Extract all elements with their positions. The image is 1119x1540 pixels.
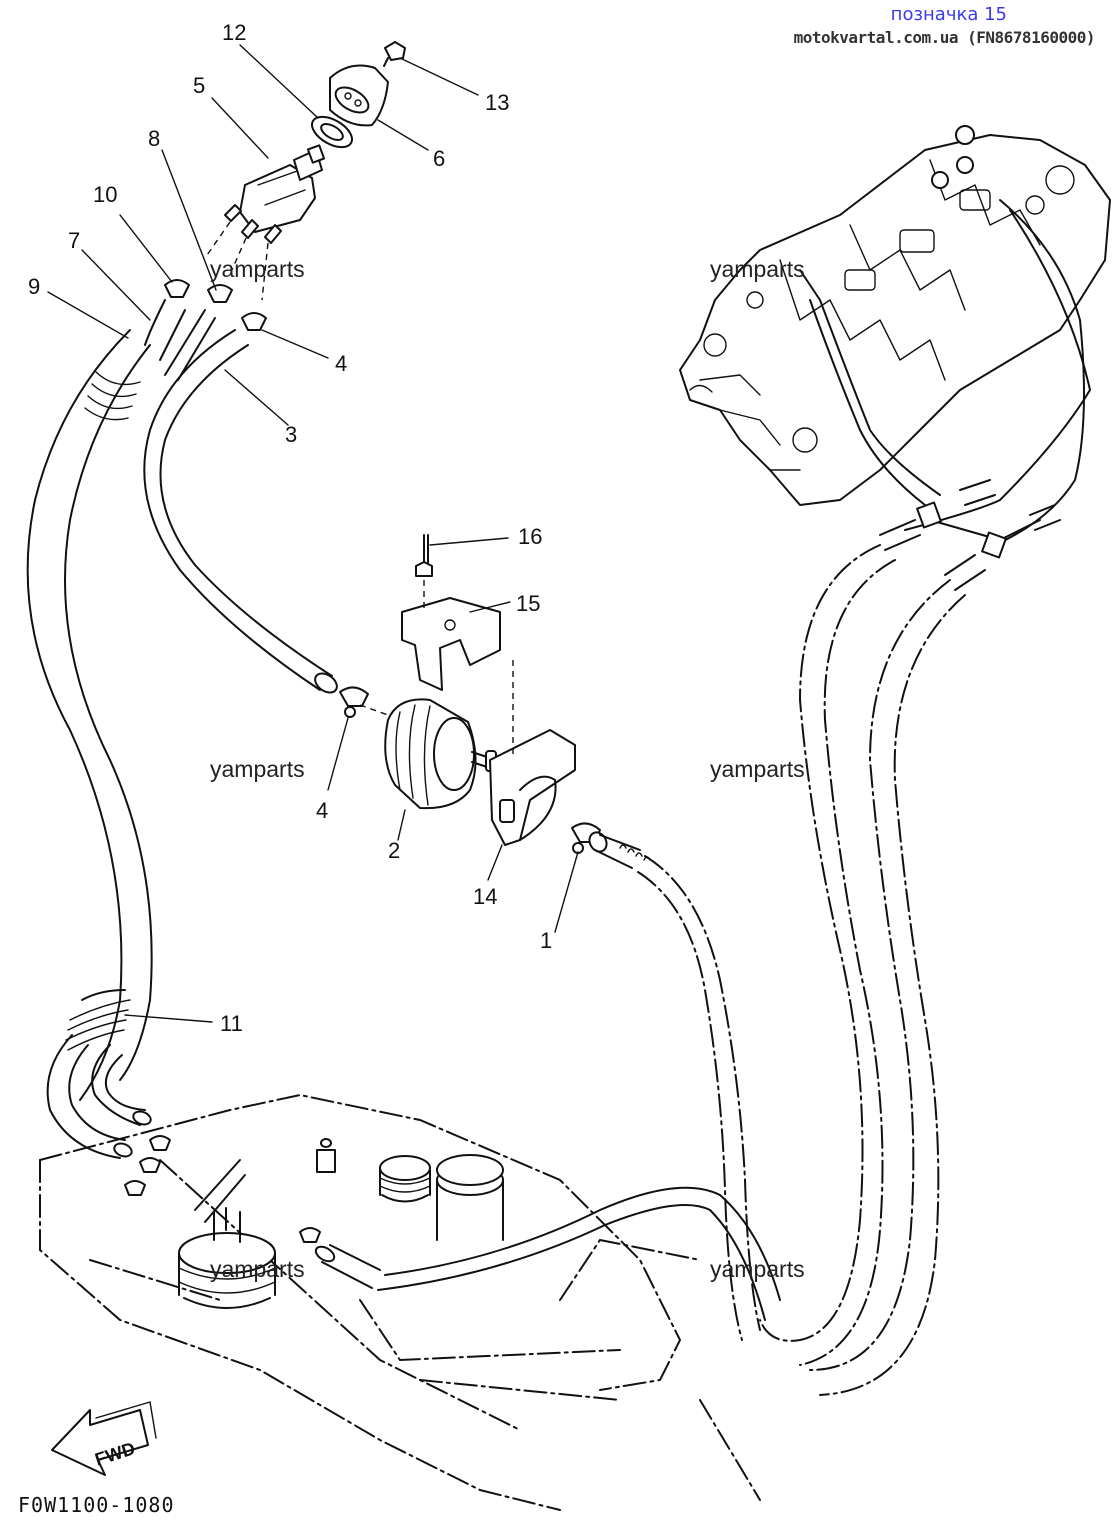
callout-1: 1 bbox=[540, 928, 552, 953]
watermark-4: yamparts bbox=[710, 756, 805, 782]
watermark-6: yamparts bbox=[710, 1256, 805, 1282]
callout-11: 11 bbox=[220, 1011, 243, 1036]
fuel-hose-1 bbox=[554, 822, 761, 1341]
callout-15: 15 bbox=[516, 591, 540, 616]
callout-6: 6 bbox=[433, 146, 445, 171]
watermark-1: yamparts bbox=[210, 256, 305, 282]
diagram-code: F0W1100-1080 bbox=[18, 1493, 175, 1517]
callout-labels: 12 5 8 10 7 9 13 6 4 3 16 15 4 2 14 1 11 bbox=[28, 20, 552, 1036]
watermark-5: yamparts bbox=[210, 1256, 305, 1282]
callout-3: 3 bbox=[285, 422, 297, 447]
fuel-hose-3 bbox=[143, 329, 338, 694]
callout-5: 5 bbox=[193, 73, 205, 98]
fuel-tank bbox=[39, 1093, 781, 1511]
callout-8: 8 bbox=[148, 126, 160, 151]
watermark-3: yamparts bbox=[210, 756, 305, 782]
callout-4-top: 4 bbox=[335, 351, 347, 376]
fuel-cock-assembly bbox=[204, 41, 479, 301]
callout-2: 2 bbox=[388, 838, 400, 863]
callout-7: 7 bbox=[68, 228, 80, 253]
fwd-arrow-icon: FWD bbox=[51, 1401, 157, 1476]
watermarks: yamparts yamparts yamparts yamparts yamp… bbox=[210, 256, 805, 1282]
callout-10: 10 bbox=[93, 182, 117, 207]
engine-fuel-hoses bbox=[759, 199, 1091, 1396]
fuel-filter-assembly bbox=[327, 534, 576, 881]
hose-clamps-top bbox=[119, 149, 329, 359]
callout-14: 14 bbox=[473, 884, 497, 909]
callout-16: 16 bbox=[518, 524, 542, 549]
callout-13: 13 bbox=[485, 90, 509, 115]
callout-9: 9 bbox=[28, 274, 40, 299]
diagram-source: motokvartal.com.ua (FN8678160000) bbox=[793, 28, 1096, 47]
breather-hoses bbox=[26, 249, 216, 1159]
engine-block bbox=[679, 125, 1111, 506]
callout-4-mid: 4 bbox=[316, 798, 328, 823]
callout-12: 12 bbox=[222, 20, 246, 45]
diagram-title: позначка 15 bbox=[890, 4, 1007, 25]
watermark-2: yamparts bbox=[710, 256, 805, 282]
